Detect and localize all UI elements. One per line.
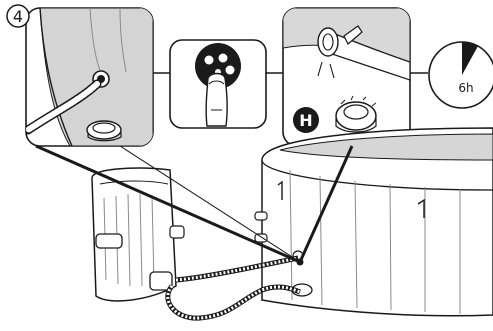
hot-tub-icon <box>254 127 493 317</box>
press-button-icon <box>195 43 241 127</box>
timer-label: 6h <box>458 81 473 95</box>
hose-connection-icon <box>26 8 153 146</box>
hose-connection-panel <box>25 7 154 147</box>
connecting-hoses <box>165 255 301 321</box>
step-number: 4 <box>13 7 23 26</box>
callout-badge: H <box>293 107 319 133</box>
valve-adapter-panel: H <box>282 7 411 147</box>
clock-icon <box>462 41 478 75</box>
leader-lines <box>35 144 354 266</box>
pump-unit-icon <box>91 167 185 302</box>
press-button-panel <box>169 39 267 129</box>
step-badge: 4 <box>6 4 30 28</box>
valve-adapter-icon <box>283 8 410 133</box>
timer: 6h <box>428 41 493 109</box>
callout-letter: H <box>299 111 312 130</box>
